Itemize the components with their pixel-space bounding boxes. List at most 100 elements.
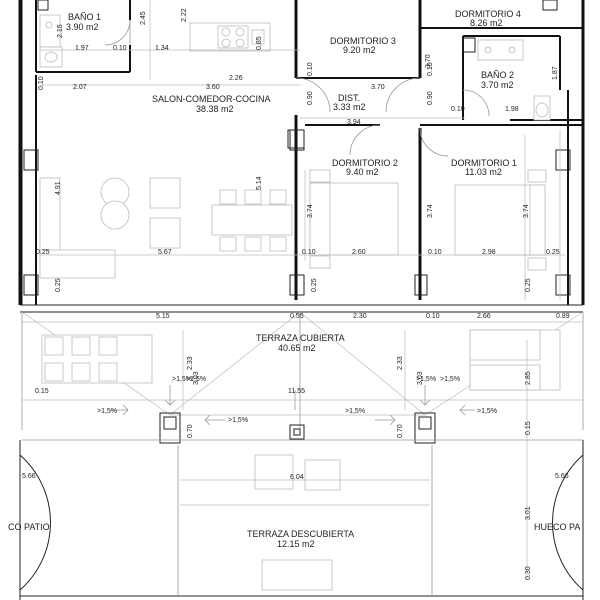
room-area-terraza-descubierta: 12.15 m2 <box>277 539 315 549</box>
dim-label: 0.25 <box>55 278 62 292</box>
dim-label: 0.10 <box>451 106 465 113</box>
dim-label: 2.26 <box>229 75 243 82</box>
bath1-fixtures <box>39 14 63 68</box>
drains <box>159 412 436 444</box>
room-area-bano1: 3.90 m2 <box>66 22 99 32</box>
room-area-dist: 3.33 m2 <box>333 102 366 112</box>
slope-arrows <box>110 385 475 426</box>
dim-label: 3.74 <box>427 204 434 218</box>
dim-label: 2.85 <box>525 371 532 385</box>
room-name-terraza-cubierta: TERRAZA CUBIERTA <box>256 333 345 343</box>
bath2-fixtures <box>477 39 551 121</box>
terrace-covered <box>21 311 584 430</box>
dim-label: 5.67 <box>158 249 172 256</box>
slope-label: >1,5% <box>186 376 206 383</box>
dim-label: 3.03 <box>193 371 200 385</box>
exterior-walls <box>18 0 585 313</box>
room-area-terraza-cubierta: 40.65 m2 <box>278 343 316 353</box>
room-area-dormitorio1: 11.03 m2 <box>465 167 502 177</box>
room-labels: BAÑO 1 3.90 m2 DORMITORIO 4 8.26 m2 DORM… <box>8 9 580 549</box>
dim-label: 0.10 <box>302 249 316 256</box>
dim-label: 2.15 <box>57 24 64 38</box>
dim-label: 0.10 <box>307 62 314 76</box>
slope-labels: >1,5% >1,5% >1,5% >1,5% >1,5% >1,5% >1,5… <box>97 376 497 424</box>
dim-label: 3.74 <box>307 204 314 218</box>
room-name-dist: DIST. <box>338 93 360 103</box>
dim-label: 3.70 <box>371 84 385 91</box>
dim-label: 0.25 <box>546 249 560 256</box>
dim-label: 6.04 <box>290 474 304 481</box>
slope-label: >1,5% <box>416 376 436 383</box>
slope-label: >1,5% <box>172 376 192 383</box>
dim-label: 0.25 <box>525 278 532 292</box>
dim-label: 2.07 <box>73 84 87 91</box>
dim-label: 2.33 <box>187 356 194 370</box>
dim-label: 11.55 <box>288 388 305 395</box>
doors <box>104 19 490 157</box>
dim-label: 0.25 <box>311 278 318 292</box>
room-area-bano2: 3.70 m2 <box>481 80 514 90</box>
dim-label: 5.66 <box>555 473 569 480</box>
bedroom-furniture <box>309 169 547 271</box>
dim-label: 0.10 <box>38 76 45 90</box>
dim-label: 2.66 <box>477 313 491 320</box>
dim-label: 3.74 <box>523 204 530 218</box>
slope-label: >1,5% <box>345 408 365 415</box>
dim-label: 3.70 <box>425 54 432 68</box>
room-name-bano1: BAÑO 1 <box>68 12 101 22</box>
room-name-terraza-descubierta: TERRAZA DESCUBIERTA <box>247 529 354 539</box>
dim-label: 0.89 <box>556 313 570 320</box>
dim-label: 3.01 <box>525 506 532 520</box>
dim-label: 3.60 <box>206 84 220 91</box>
room-area-salon: 38.38 m2 <box>196 104 234 114</box>
dim-label: 3.03 <box>417 371 424 385</box>
dim-label: 5.66 <box>22 473 36 480</box>
dim-label: 0.55 <box>290 313 304 320</box>
dim-label: 4.91 <box>55 181 62 195</box>
room-name-bano2: BAÑO 2 <box>481 70 514 80</box>
columns <box>23 0 571 296</box>
room-area-dormitorio3: 9.20 m2 <box>343 45 376 55</box>
dim-label: 0.10 <box>427 62 434 76</box>
dim-label: 1.87 <box>552 66 559 80</box>
slope-label: >1,5% <box>440 376 460 383</box>
room-name-dormitorio1: DORMITORIO 1 <box>451 158 517 168</box>
dim-label: 5.15 <box>156 313 170 320</box>
dim-label: 2.22 <box>181 8 188 22</box>
dim-label: 1.97 <box>75 45 89 52</box>
room-name-salon: SALON-COMEDOR-COCINA <box>152 94 271 104</box>
room-name-dormitorio3: DORMITORIO 3 <box>330 36 396 46</box>
slope-label: >1,5% <box>228 417 248 424</box>
room-area-dormitorio4: 8.26 m2 <box>470 18 503 28</box>
dim-label: 0.10 <box>426 313 440 320</box>
dim-label: 0.90 <box>427 91 434 105</box>
terrace-uncovered <box>19 439 584 600</box>
interior-walls <box>35 0 583 300</box>
dim-label: 0.15 <box>35 388 49 395</box>
room-name-dormitorio4: DORMITORIO 4 <box>455 9 521 19</box>
dim-label: 0.90 <box>307 91 314 105</box>
dim-label: 1.34 <box>155 45 169 52</box>
dim-label: 2.30 <box>353 313 367 320</box>
dim-label: 0.25 <box>36 249 50 256</box>
dim-label: 0.70 <box>397 424 404 438</box>
room-area-dormitorio2: 9.40 m2 <box>346 167 379 177</box>
living-furniture <box>39 177 293 279</box>
dim-label: 5.14 <box>256 176 263 190</box>
slope-label: >1,5% <box>477 408 497 415</box>
dim-label: 2.45 <box>140 11 147 25</box>
dim-label: 0.10 <box>113 45 127 52</box>
dim-label: 0.85 <box>256 36 263 50</box>
room-name-dormitorio2: DORMITORIO 2 <box>332 158 398 168</box>
slope-label: >1,5% <box>97 408 117 415</box>
room-name-patio-right: HUECO PA <box>534 522 580 532</box>
room-name-patio-left: CO PATIO <box>8 522 50 532</box>
dim-label: 1.98 <box>505 106 519 113</box>
dim-label: 0.15 <box>525 421 532 435</box>
dimension-labels: 2.15 2.45 2.22 0.85 1.97 0.10 1.34 2.26 … <box>22 8 570 580</box>
dim-label: 0.10 <box>428 249 442 256</box>
dimension-lines <box>22 0 583 580</box>
dim-label: 0.30 <box>525 566 532 580</box>
dim-label: 2.60 <box>352 249 366 256</box>
